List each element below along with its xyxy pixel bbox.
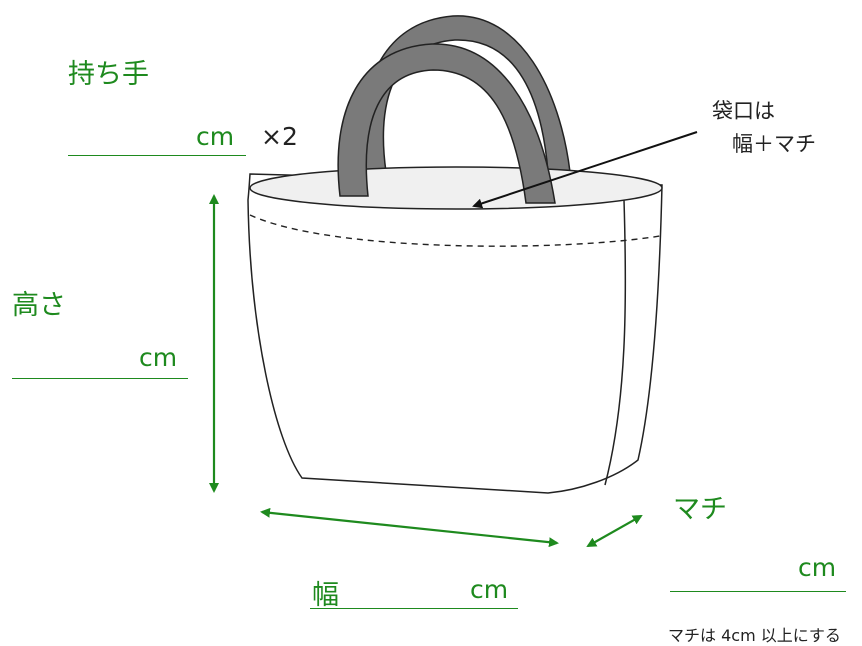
bag-body (247, 173, 663, 494)
opening-pointer-arrow (472, 131, 698, 209)
handle-count: ×2 (261, 122, 298, 151)
height-unit: cm (139, 343, 178, 372)
bag-opening (249, 166, 663, 210)
gusset-label: マチ (673, 494, 727, 525)
gusset-arrow (586, 515, 643, 547)
gusset-note: マチは 4cm 以上にする (668, 626, 841, 645)
opening-label-line1: 袋口は (712, 99, 775, 123)
handle-input-line (68, 155, 246, 156)
width-label: 幅 (312, 580, 339, 611)
width-input-line (310, 608, 518, 609)
handle-unit: cm (196, 122, 235, 151)
opening-label-line2: 幅＋マチ (732, 132, 816, 156)
gusset-unit: cm (798, 553, 837, 582)
front-handle (337, 43, 556, 204)
width-arrow (260, 507, 559, 548)
height-label: 高さ (12, 290, 66, 321)
width-unit: cm (470, 575, 509, 604)
height-input-line (12, 378, 188, 379)
gusset-input-line (670, 591, 846, 592)
gusset-panel-line (604, 199, 627, 486)
stitch-line (249, 214, 661, 247)
handle-label: 持ち手 (68, 59, 149, 90)
